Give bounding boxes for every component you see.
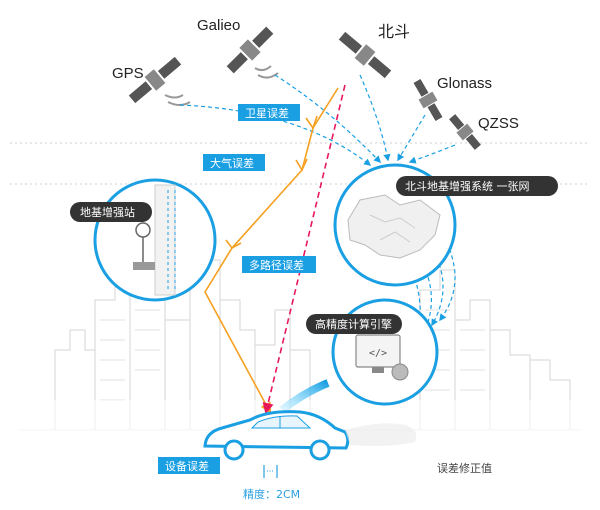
satellite-signal-paths [179, 74, 456, 337]
svg-text:设备误差: 设备误差 [165, 459, 209, 473]
error-arrow-2-icon [295, 158, 308, 172]
glonass-satellite-icon [413, 78, 443, 122]
beidou-label: 北斗 [378, 22, 410, 41]
true-signal-path [262, 84, 346, 415]
precision-label: 精度：2CM [243, 487, 300, 501]
svg-text:北斗地基增强系统 一张网: 北斗地基增强系统 一张网 [405, 179, 530, 193]
ground-station-label: 地基增强站 [70, 202, 152, 222]
svg-text:多路径误差: 多路径误差 [249, 258, 304, 272]
error-arrow-3-icon [225, 239, 242, 250]
correction-beam [279, 379, 330, 414]
galileo-satellite-icon [226, 26, 274, 74]
gear-icon [391, 363, 409, 381]
car-ghost-shadow [345, 423, 417, 446]
glonass-label: Glonass [437, 75, 492, 92]
galileo-signal-icon [254, 65, 279, 79]
precision-marker [263, 465, 278, 478]
gps-satellite-icon [128, 56, 182, 104]
svg-text:高精度计算引擎: 高精度计算引擎 [315, 317, 392, 331]
gps-label: GPS [112, 65, 144, 82]
compute-engine-circle: </> [331, 298, 439, 406]
atmosphere-band [10, 142, 590, 185]
svg-text:地基增强站: 地基增强站 [80, 205, 135, 219]
compute-engine-label: 高精度计算引擎 [306, 314, 402, 334]
correction-legend-icon [385, 461, 425, 475]
correction-legend-label: 误差修正值 [437, 461, 492, 475]
beidou-satellite-icon [338, 31, 392, 79]
svg-text:</>: </> [369, 348, 387, 359]
qzss-satellite-icon [449, 114, 481, 150]
svg-text:卫星误差: 卫星误差 [245, 106, 289, 120]
device-error-chip: 设备误差 [158, 457, 220, 474]
ground-station-circle [93, 178, 217, 302]
atmosphere-error-chip: 大气误差 [203, 154, 265, 171]
beidou-network-label: 北斗地基增强系统 一张网 [396, 176, 558, 196]
error-arrow-1-icon [305, 115, 318, 130]
car-icon [203, 410, 350, 461]
galileo-label: Galieo [197, 17, 240, 34]
gps-signal-icon [164, 94, 191, 106]
error-signal-path [204, 87, 339, 414]
multipath-error-chip: 多路径误差 [242, 256, 316, 273]
satellite-error-chip: 卫星误差 [238, 104, 300, 121]
china-map-icon [347, 194, 441, 259]
qzss-label: QZSS [478, 115, 519, 132]
svg-text:大气误差: 大气误差 [210, 156, 254, 170]
